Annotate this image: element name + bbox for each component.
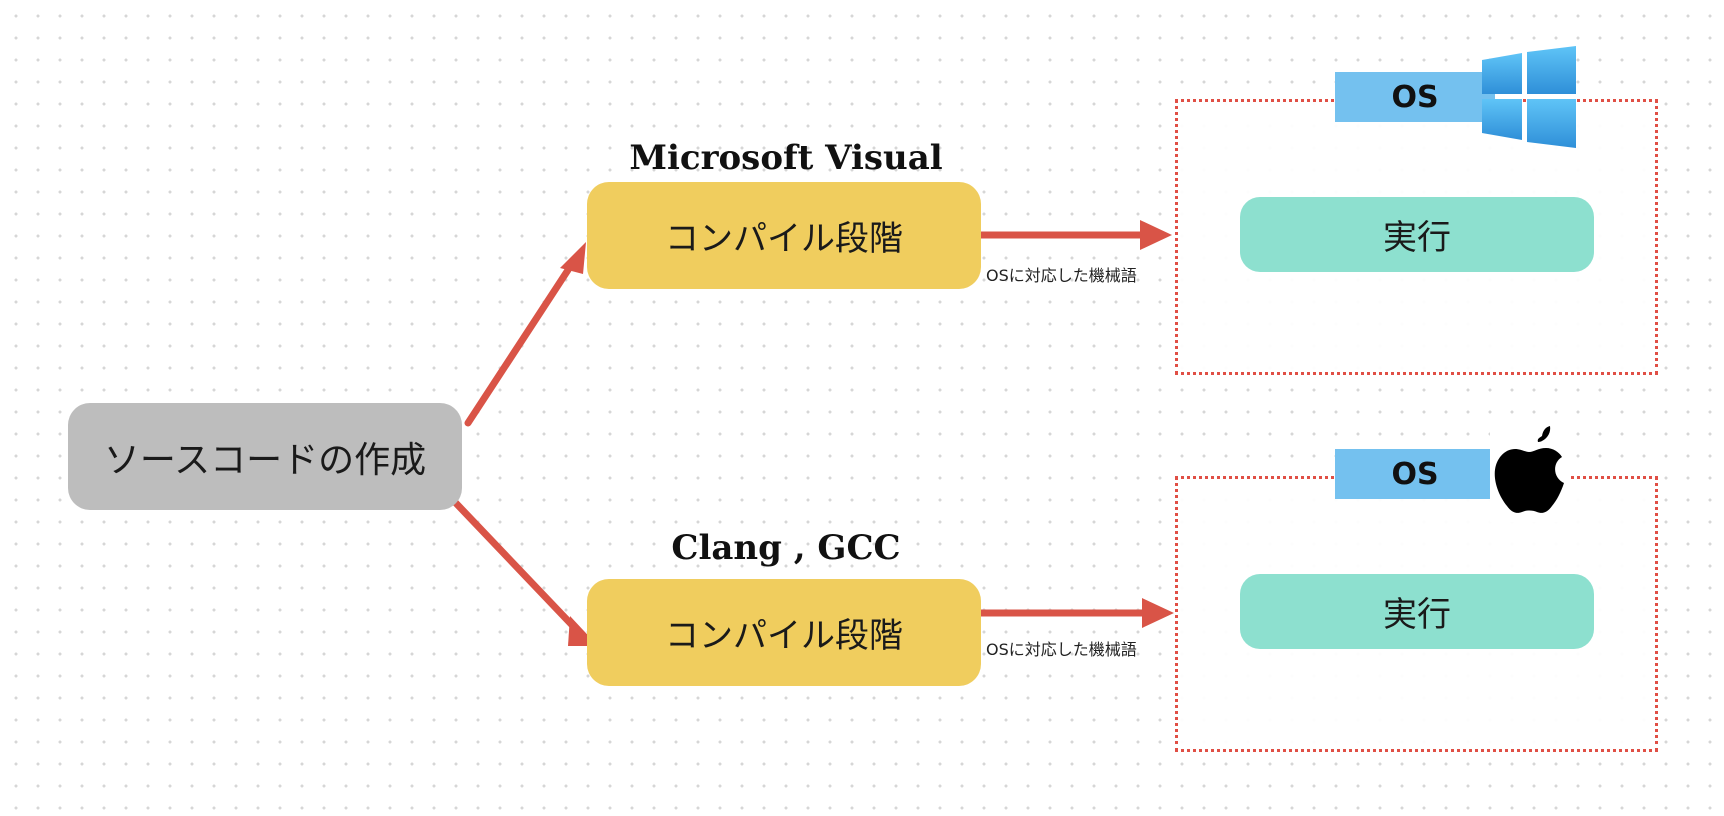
os-tag-windows: OS (1335, 72, 1495, 122)
arrowhead-compile-top (560, 242, 586, 274)
machine-code-label-mac: OSに対応した機械語 (986, 640, 1137, 659)
machine-code-label-windows: OSに対応した機械語 (986, 266, 1137, 285)
compiler-name-clang-gcc: Clang , GCC (671, 528, 901, 568)
source-code-label: ソースコードの作成 (103, 439, 427, 481)
windows-logo-icon (1482, 46, 1576, 148)
compiler-name-microsoft: Microsoft Visual (629, 138, 943, 178)
compile-label: コンパイル段階 (665, 219, 903, 259)
exec-label: 実行 (1383, 218, 1451, 258)
exec-node-windows: 実行 (1240, 197, 1594, 272)
exec-node-mac: 実行 (1240, 574, 1594, 649)
os-tag-mac: OS (1335, 449, 1495, 499)
arrow-source-to-compile-bottom (448, 495, 576, 629)
compile-node-mac: コンパイル段階 (587, 579, 981, 686)
exec-label: 実行 (1383, 595, 1451, 635)
arrowhead-exec-bottom (1142, 598, 1174, 628)
arrow-source-to-compile-top (464, 266, 572, 427)
arrowhead-exec-top (1140, 220, 1172, 250)
compile-label: コンパイル段階 (665, 616, 903, 656)
apple-logo-icon (1490, 426, 1568, 522)
compile-node-windows: コンパイル段階 (587, 182, 981, 289)
source-code-node: ソースコードの作成 (68, 403, 462, 510)
